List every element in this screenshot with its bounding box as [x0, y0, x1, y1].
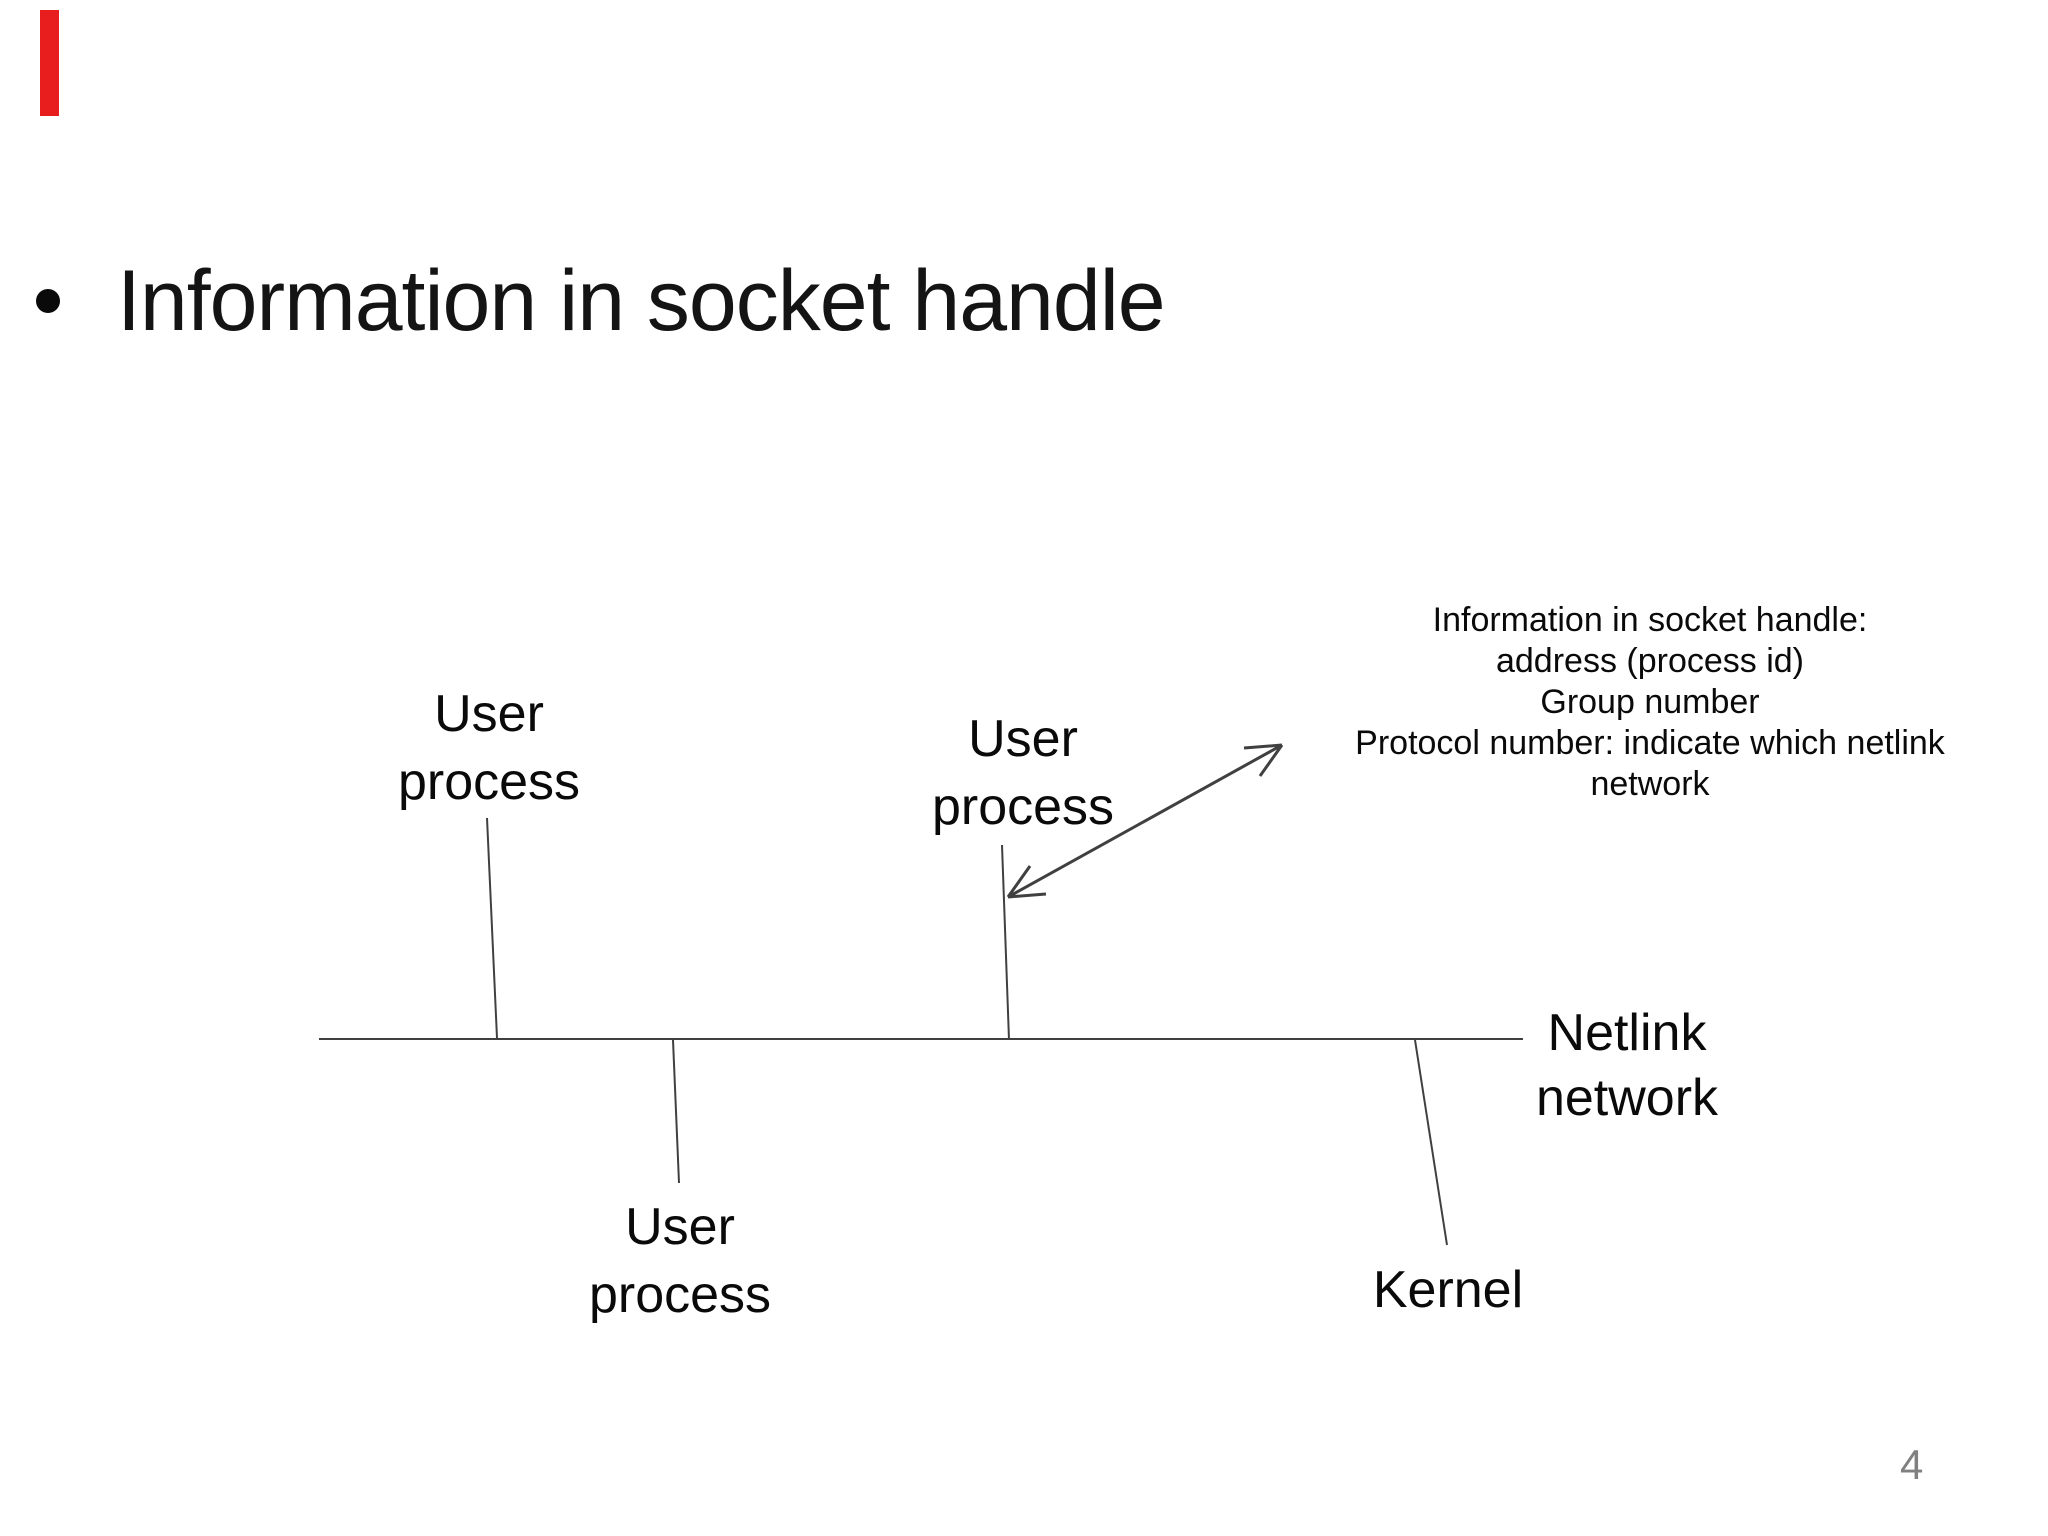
annotation-line: address (process id): [1495, 642, 1804, 680]
process-tick-bottom: [672, 1039, 680, 1184]
page-number: 4: [1900, 1441, 1924, 1488]
user-process-label-left: User process: [397, 685, 581, 811]
annotation-line: network: [1590, 765, 1710, 803]
annotation-arrow: [1006, 743, 1284, 899]
red-marker-bar: [40, 10, 59, 116]
user-process-label-bottom: User process: [588, 1198, 772, 1324]
process-tick-middle: [1001, 844, 1010, 1041]
annotation-line: Protocol number: indicate which netlink: [1355, 724, 1945, 762]
kernel-label: Kernel: [1372, 1261, 1524, 1319]
netlink-network-label: Netlink network: [1535, 1004, 1719, 1127]
kernel-tick: [1414, 1039, 1448, 1246]
page-title: Information in socket handle: [117, 253, 1166, 349]
process-tick-left: [486, 817, 498, 1039]
annotation-line: Information in socket handle:: [1432, 601, 1868, 639]
user-process-label-middle: User process: [931, 710, 1115, 836]
annotation-line: Group number: [1540, 683, 1760, 721]
title-bullet-icon: [36, 289, 60, 313]
socket-handle-annotation: Information in socket handle: address (p…: [1300, 600, 2000, 805]
